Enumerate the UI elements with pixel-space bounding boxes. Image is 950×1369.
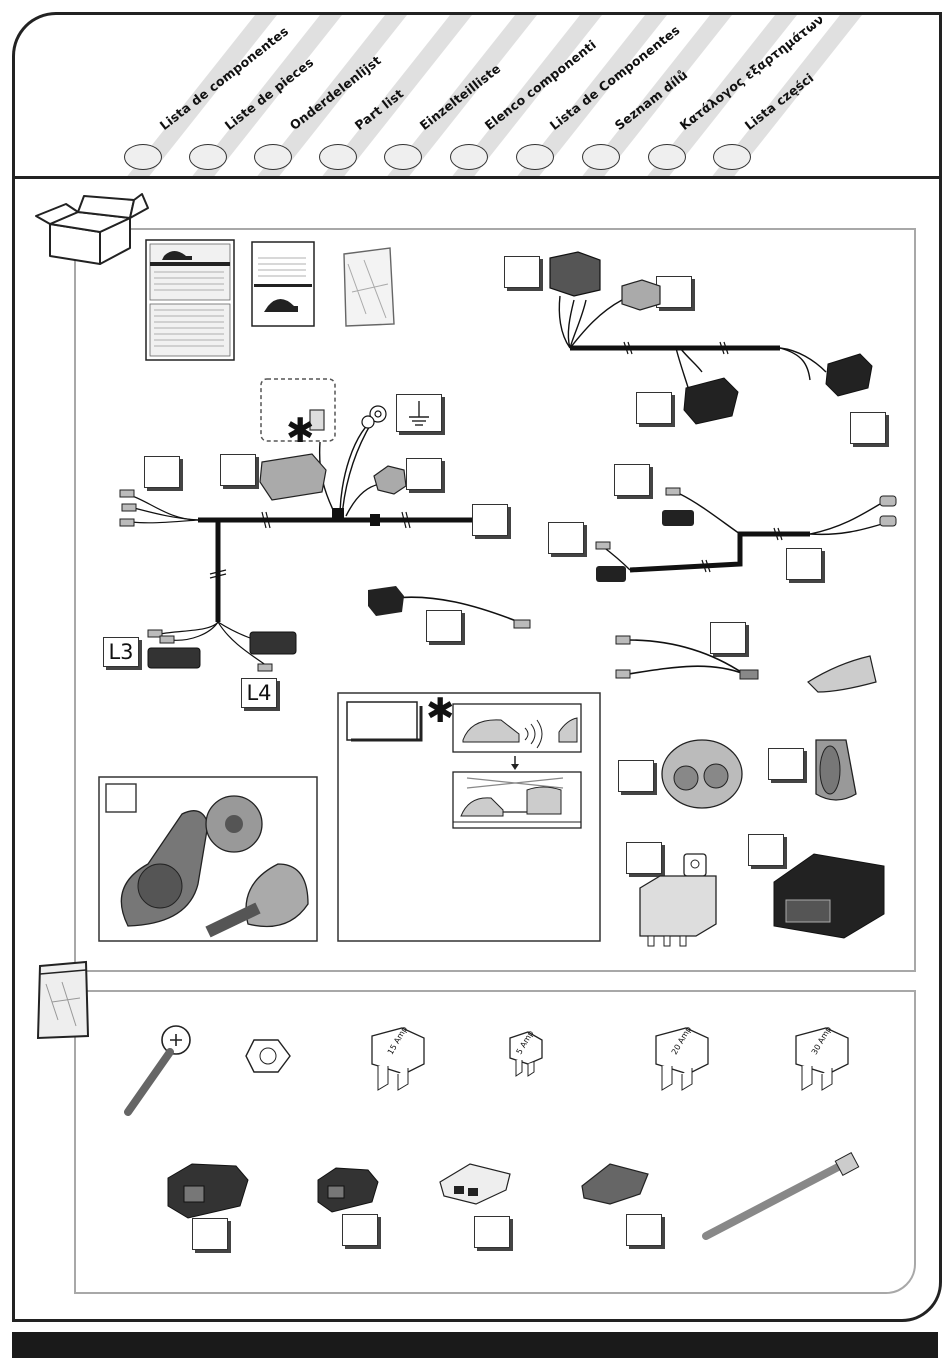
connector-housing-small <box>314 1162 380 1212</box>
rubber-grommet-single <box>810 736 860 804</box>
part-number-box <box>474 1216 510 1248</box>
adhesive-sheet <box>804 652 878 694</box>
bag-icon <box>32 960 94 1042</box>
part-number-box <box>504 256 540 288</box>
manual-small-icon <box>250 240 316 328</box>
lang-checkbox-fr[interactable] <box>189 144 227 170</box>
warning-panel <box>337 692 603 944</box>
lang-checkbox-es[interactable] <box>124 144 162 170</box>
main-wiring-harness <box>110 392 510 692</box>
lang-checkbox-en[interactable] <box>319 144 357 170</box>
connector-clip <box>578 1160 650 1210</box>
plastic-bag-icon <box>338 244 398 328</box>
part-number-box <box>626 1214 662 1246</box>
part-number-box <box>768 748 804 780</box>
part-number-box <box>548 522 584 554</box>
cable-tie <box>700 1152 862 1242</box>
lang-checkbox-pt[interactable] <box>516 144 554 170</box>
label-l4: L4 <box>241 678 277 708</box>
lang-checkbox-nl[interactable] <box>254 144 292 170</box>
ground-icon <box>397 395 441 431</box>
lang-checkbox-pl[interactable] <box>713 144 751 170</box>
lang-checkbox-de[interactable] <box>384 144 422 170</box>
nut <box>244 1036 292 1076</box>
socket-panel <box>98 776 320 944</box>
part-number-box <box>342 1214 378 1246</box>
fuse-20a: 20 Amp <box>652 1026 712 1094</box>
part-number-box <box>144 456 180 488</box>
fuse-30a: 30 Amp <box>792 1026 852 1094</box>
connector-housing-large <box>164 1156 252 1218</box>
label-l3: L3 <box>103 637 139 667</box>
footer-bar <box>12 1332 938 1358</box>
lang-checkbox-gr[interactable] <box>648 144 686 170</box>
fuse-5a: 5 Amp <box>506 1030 546 1080</box>
rubber-grommet-double <box>660 736 744 810</box>
relay-unit <box>638 852 720 948</box>
part-number-box <box>472 504 508 536</box>
side-marker-harness <box>590 480 910 600</box>
lang-checkbox-cz[interactable] <box>582 144 620 170</box>
lang-checkbox-it[interactable] <box>450 144 488 170</box>
reverse-lamp-wire <box>364 584 544 644</box>
part-number-box <box>192 1218 228 1250</box>
relay-harness <box>540 244 880 424</box>
manual-large-icon <box>144 238 236 362</box>
asterisk-mark-2: ✱ <box>426 696 455 726</box>
dual-wire <box>608 630 768 692</box>
ground-symbol-box <box>396 394 442 432</box>
part-number-box <box>406 458 442 490</box>
box-icon <box>30 192 152 266</box>
connector-plug-white <box>436 1160 512 1206</box>
part-number-box <box>618 760 654 792</box>
screw <box>124 1024 194 1116</box>
fuse-15a: 15 Amp <box>368 1026 428 1094</box>
part-number-box <box>220 454 256 486</box>
control-module <box>772 852 886 940</box>
